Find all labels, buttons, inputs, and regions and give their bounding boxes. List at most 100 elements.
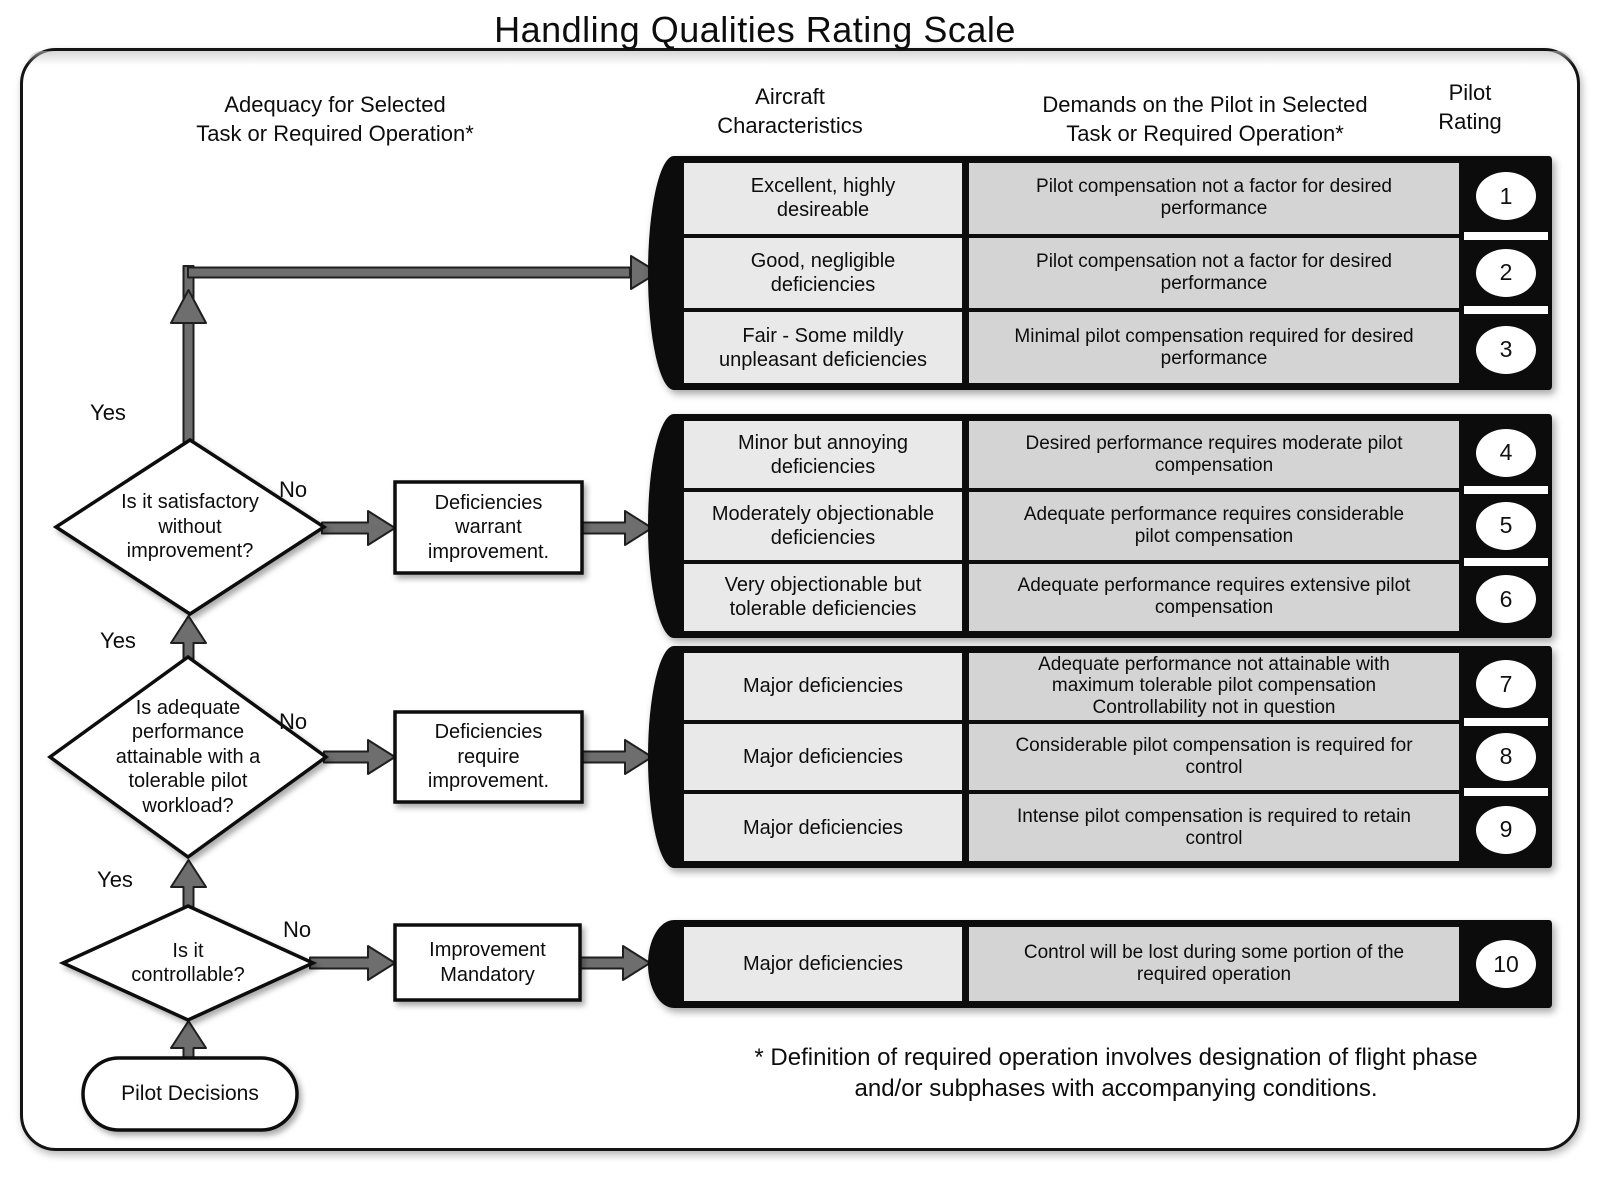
aircraft-characteristics-cell: Very objectionable but tolerable deficie…	[682, 561, 964, 633]
pilot-rating-cell: 10	[1464, 925, 1548, 1003]
pilot-demands-cell: Pilot compensation not a factor for desi…	[967, 235, 1461, 311]
page-title: Handling Qualities Rating Scale	[494, 9, 1016, 50]
pilot-demands-cell: Adequate performance requires considerab…	[967, 490, 1461, 562]
pilot-demands-cell: Minimal pilot compensation required for …	[967, 310, 1461, 385]
arrow-box1-to-group-2	[577, 510, 653, 546]
yes-label-1: Yes	[90, 400, 126, 425]
rating-group-7-9: Major deficiencies Adequate performance …	[648, 646, 1552, 868]
arrow-box2-to-group-3	[577, 739, 653, 775]
table-row: Minor but annoying deficiencies Desired …	[682, 419, 1548, 491]
yes-arrow-3	[170, 859, 207, 909]
aircraft-characteristics-cell: Good, negligible deficiencies	[682, 235, 964, 311]
rating-oval: 4	[1476, 428, 1536, 477]
action-3-label: Improvement Mandatory	[429, 939, 546, 986]
table-row: Fair - Some mildly unpleasant deficienci…	[682, 310, 1548, 385]
pilot-decisions-label: Pilot Decisions	[121, 1082, 259, 1106]
table-row: Major deficiencies Adequate performance …	[682, 651, 1548, 722]
rating-oval: 8	[1476, 732, 1536, 781]
pilot-demands-cell: Pilot compensation not a factor for desi…	[967, 161, 1461, 236]
no-arrow-3	[309, 945, 396, 981]
pilot-decisions-terminal	[81, 1056, 299, 1132]
rating-number: 8	[1499, 743, 1513, 770]
pilot-demands-cell: Adequate performance requires extensive …	[967, 561, 1461, 633]
table-row: Major deficiencies Control will be lost …	[682, 925, 1548, 1003]
decision-2-question: Is adequate performance attainable with …	[115, 697, 261, 817]
rating-oval: 10	[1476, 940, 1536, 988]
table-row: Good, negligible deficiencies Pilot comp…	[682, 235, 1548, 311]
pilot-rating-cell: 1	[1464, 161, 1548, 236]
rating-number: 2	[1499, 259, 1513, 286]
header-pilot-rating: Pilot Rating	[1438, 80, 1502, 135]
header-pilot-demands: Demands on the Pilot in Selected Task or…	[1042, 92, 1368, 147]
yes-label-2: Yes	[100, 628, 136, 653]
rating-oval: 7	[1476, 660, 1536, 709]
yes-arrowhead-1	[170, 289, 207, 324]
pilot-rating-cell: 4	[1464, 419, 1548, 491]
yes-label-3: Yes	[97, 867, 133, 892]
aircraft-characteristics-cell: Fair - Some mildly unpleasant deficienci…	[682, 310, 964, 385]
action-1-label: Deficiencies warrant improvement.	[427, 491, 550, 563]
rating-number: 3	[1499, 336, 1513, 363]
action-box-2	[393, 710, 584, 804]
rating-oval: 1	[1476, 172, 1536, 221]
pilot-rating-cell: 9	[1464, 792, 1548, 863]
aircraft-characteristics-cell: Major deficiencies	[682, 721, 964, 793]
rating-group-4-6: Minor but annoying deficiencies Desired …	[648, 414, 1552, 638]
rating-oval: 3	[1476, 325, 1536, 374]
pilot-rating-cell: 8	[1464, 721, 1548, 793]
table-row: Moderately objectionable deficiencies Ad…	[682, 490, 1548, 562]
footnote: * Definition of required operation invol…	[754, 1044, 1478, 1103]
decision-diamond-1	[52, 437, 328, 617]
no-arrow-1	[321, 510, 396, 546]
action-box-3	[393, 923, 582, 1002]
pilot-rating-cell: 3	[1464, 310, 1548, 385]
rating-number: 10	[1493, 950, 1519, 977]
decision-3-question: Is it controllable?	[131, 939, 245, 986]
pilot-demands-cell: Adequate performance not attainable with…	[967, 651, 1461, 722]
rating-oval: 5	[1476, 501, 1536, 550]
start-arrow	[170, 1020, 207, 1060]
rating-number: 9	[1499, 816, 1513, 843]
pilot-rating-cell: 6	[1464, 561, 1548, 633]
aircraft-characteristics-cell: Minor but annoying deficiencies	[682, 419, 964, 491]
arrow-box3-to-group-4	[575, 945, 651, 981]
table-row: Excellent, highly desireable Pilot compe…	[682, 161, 1548, 236]
pilot-demands-cell: Considerable pilot compensation is requi…	[967, 721, 1461, 793]
decision-1-question: Is it satisfactory without improvement?	[121, 491, 259, 563]
aircraft-characteristics-cell: Major deficiencies	[682, 925, 964, 1003]
rating-number: 1	[1499, 182, 1513, 209]
rating-group-1-3: Excellent, highly desireable Pilot compe…	[648, 156, 1552, 390]
decision-diamond-3	[58, 904, 318, 1022]
rating-number: 7	[1499, 670, 1513, 697]
aircraft-characteristics-cell: Excellent, highly desireable	[682, 161, 964, 236]
rating-number: 6	[1499, 585, 1513, 612]
table-row: Major deficiencies Considerable pilot co…	[682, 721, 1548, 793]
no-arrow-2	[323, 739, 396, 775]
pilot-demands-cell: Intense pilot compensation is required t…	[967, 792, 1461, 863]
no-label-2: No	[278, 709, 308, 734]
aircraft-characteristics-cell: Major deficiencies	[682, 792, 964, 863]
pilot-rating-cell: 5	[1464, 490, 1548, 562]
pilot-rating-cell: 2	[1464, 235, 1548, 311]
table-row: Very objectionable but tolerable deficie…	[682, 561, 1548, 633]
header-adequacy: Adequacy for Selected Task or Required O…	[196, 92, 474, 147]
aircraft-characteristics-cell: Moderately objectionable deficiencies	[682, 490, 964, 562]
rating-number: 5	[1499, 512, 1513, 539]
yes-arrow-2	[170, 615, 207, 660]
action-box-1	[393, 480, 584, 575]
rating-oval: 6	[1476, 575, 1536, 624]
action-2-label: Deficiencies require improvement.	[427, 721, 550, 793]
rating-oval: 9	[1476, 805, 1536, 854]
pilot-demands-cell: Control will be lost during some portion…	[967, 925, 1461, 1003]
diagram-frame	[20, 48, 1580, 1151]
aircraft-characteristics-cell: Major deficiencies	[682, 651, 964, 722]
no-label-3: No	[282, 917, 312, 942]
rating-number: 4	[1499, 439, 1513, 466]
decision-diamond-2	[47, 654, 329, 860]
yes-connector-1-horizontal	[187, 266, 631, 279]
pilot-rating-cell: 7	[1464, 651, 1548, 722]
header-aircraft-characteristics: Aircraft Characteristics	[717, 84, 863, 139]
table-row: Major deficiencies Intense pilot compens…	[682, 792, 1548, 863]
rating-oval: 2	[1476, 248, 1536, 297]
